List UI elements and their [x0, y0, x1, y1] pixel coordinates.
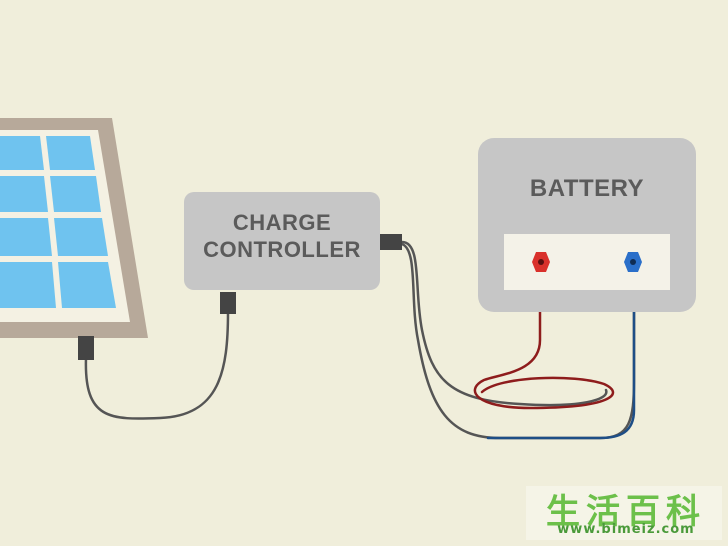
- controller-side-connector: [378, 234, 402, 250]
- negative-terminal: [624, 252, 642, 272]
- charge-controller: [184, 192, 380, 290]
- watermark-logo-text: 生活百科: [546, 492, 706, 532]
- watermark-url: www.bimeiz.com: [557, 522, 695, 537]
- controller-label-line2: CONTROLLER: [203, 237, 361, 262]
- controller-to-battery-wire-a: [400, 240, 608, 407]
- battery-terminal-plate: [504, 234, 670, 290]
- solar-cell: [54, 218, 108, 256]
- watermark: [526, 486, 722, 540]
- solar-cell: [0, 218, 52, 256]
- panel-connector: [78, 336, 94, 360]
- solar-panel: [0, 118, 148, 338]
- battery-label: BATTERY: [529, 175, 645, 202]
- panel-to-controller-wire: [84, 310, 230, 420]
- solar-cell: [0, 262, 56, 308]
- solar-cell: [0, 136, 44, 170]
- solar-cell: [46, 136, 95, 170]
- positive-terminal: [532, 252, 550, 272]
- solar-cell: [50, 176, 101, 212]
- blue-wire: [486, 260, 636, 440]
- solar-cells: [0, 136, 116, 308]
- controller-label-line1: CHARGE: [232, 210, 332, 235]
- controller-bottom-connector: [220, 292, 236, 314]
- controller-to-battery-wire-b: [400, 242, 636, 440]
- red-wire: [473, 260, 615, 410]
- solar-cell: [58, 262, 116, 308]
- solar-cell: [0, 176, 48, 212]
